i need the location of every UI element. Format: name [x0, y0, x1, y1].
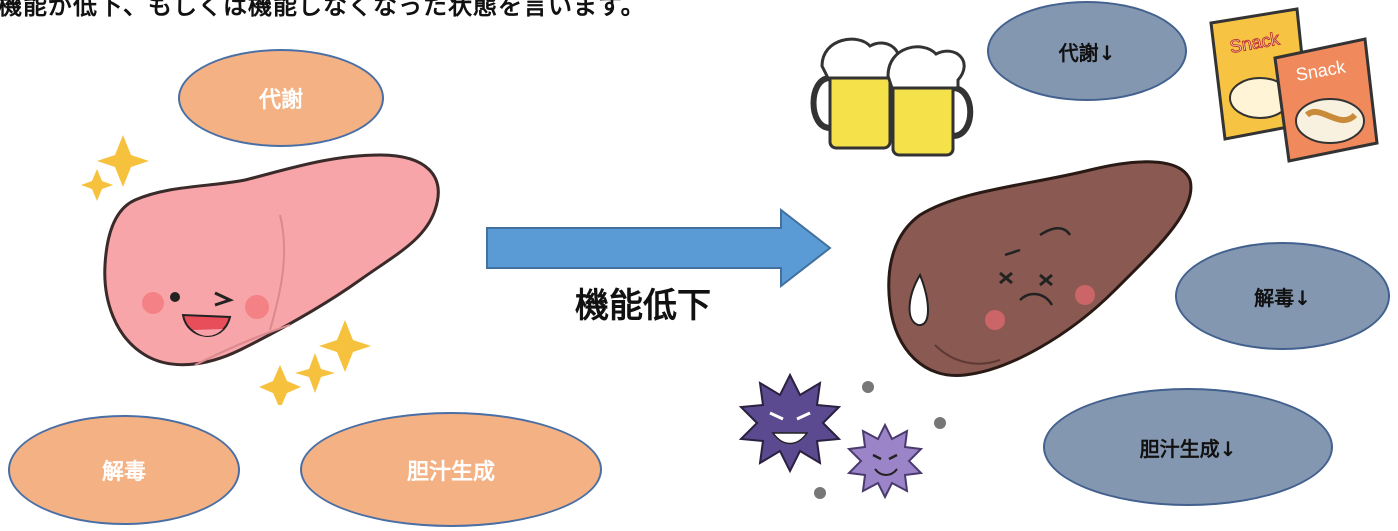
beer-mug-icon — [886, 45, 974, 157]
bubble-bile-label: 胆汁生成 — [406, 459, 495, 485]
sparkle-icon — [97, 135, 149, 187]
bubble-detox-label: 解毒 — [101, 460, 146, 485]
bubble-metabolism-down-label: 代謝↓ — [1058, 40, 1116, 65]
snack-bag-icon: Snack — [1209, 7, 1311, 141]
bubble-detox-down-label: 解毒↓ — [1254, 285, 1311, 310]
beer-mugs-illustration — [810, 37, 974, 157]
germ-icon — [846, 422, 924, 500]
sparkle-icon — [319, 320, 371, 372]
healthy-liver — [103, 153, 440, 367]
damaged-liver-illustration — [887, 160, 1193, 378]
sweat-drop-icon — [908, 272, 929, 327]
germs-illustration — [738, 372, 946, 500]
bubble-detox-down: 解毒↓ — [1175, 242, 1390, 350]
snack-bag-icon: Snack — [1273, 37, 1379, 163]
sparkle-icon — [259, 365, 301, 405]
bubble-bile: 胆汁生成 — [300, 412, 602, 527]
healthy-liver-illustration — [81, 135, 440, 405]
bubble-bile-down: 胆汁生成↓ — [1043, 388, 1333, 506]
snack-bags-illustration: Snack Snack — [1209, 7, 1379, 163]
beer-mug-icon — [810, 37, 901, 150]
sparkle-icon — [295, 353, 335, 393]
bubble-bile-down-label: 胆汁生成↓ — [1139, 436, 1237, 461]
damaged-liver — [887, 160, 1193, 378]
header-text: 機能が低下、もしくは機能しなくなった状態を言います。 — [0, 0, 646, 20]
germ-icon — [738, 372, 842, 474]
function-decline-arrow — [486, 208, 832, 288]
bubble-detox: 解毒 — [8, 415, 240, 525]
sparkle-icon — [81, 169, 113, 201]
arrow-label: 機能低下 — [575, 286, 711, 326]
bubble-metabolism-label: 代謝 — [258, 88, 303, 113]
bubble-metabolism: 代謝 — [178, 49, 384, 147]
bubble-metabolism-down: 代謝↓ — [987, 1, 1187, 101]
